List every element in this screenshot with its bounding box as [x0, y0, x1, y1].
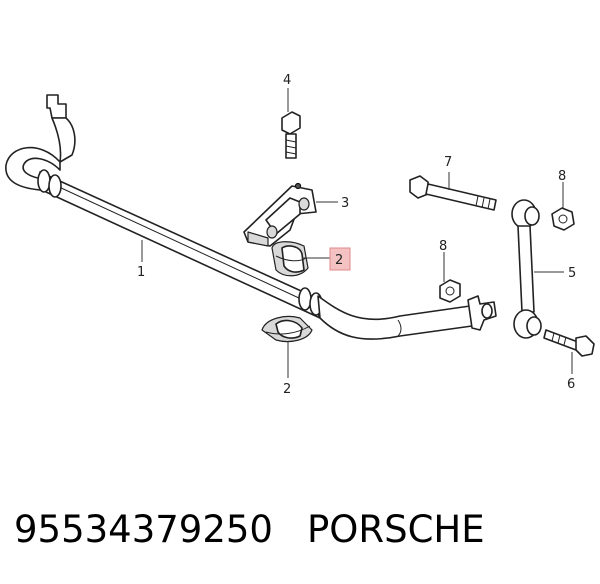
callout-4: 4	[283, 73, 291, 88]
callout-highlight-box	[329, 247, 351, 271]
callout-2-lower: 2	[283, 382, 291, 397]
footer-caption: 95534379250 PORSCHE	[14, 508, 594, 568]
callout-labels: 1 4 3 2 2 7 8 8 5 6	[137, 73, 576, 397]
callout-1: 1	[137, 265, 145, 280]
rubber-bushing-upper-part[interactable]	[271, 241, 309, 277]
leader-lines	[141, 88, 573, 378]
callout-8-right: 8	[558, 169, 566, 184]
stabilizer-bar-diagram: 1 4 3 2 2 7 8 8 5 6	[5, 73, 595, 397]
callout-7: 7	[444, 155, 452, 170]
bolt-part-4[interactable]	[281, 111, 301, 159]
stabilizer-bar-part[interactable]	[5, 94, 497, 340]
long-bolt-part-7[interactable]	[409, 175, 497, 211]
nut-part-8-right[interactable]	[551, 207, 575, 231]
bracket-clamp-part[interactable]	[243, 182, 317, 247]
bolt-part-6[interactable]	[543, 329, 595, 357]
nut-part-8-left[interactable]	[439, 279, 461, 303]
brand-name: PORSCHE	[306, 508, 485, 551]
callout-8-left: 8	[439, 239, 447, 254]
callout-6: 6	[567, 377, 575, 392]
callout-3: 3	[341, 196, 349, 211]
rubber-bushing-lower-part[interactable]	[261, 315, 313, 343]
callout-2-upper[interactable]: 2	[335, 253, 343, 268]
part-number: 95534379250	[14, 508, 273, 551]
coupling-link-part-5[interactable]	[511, 199, 542, 339]
callout-5: 5	[568, 266, 576, 281]
